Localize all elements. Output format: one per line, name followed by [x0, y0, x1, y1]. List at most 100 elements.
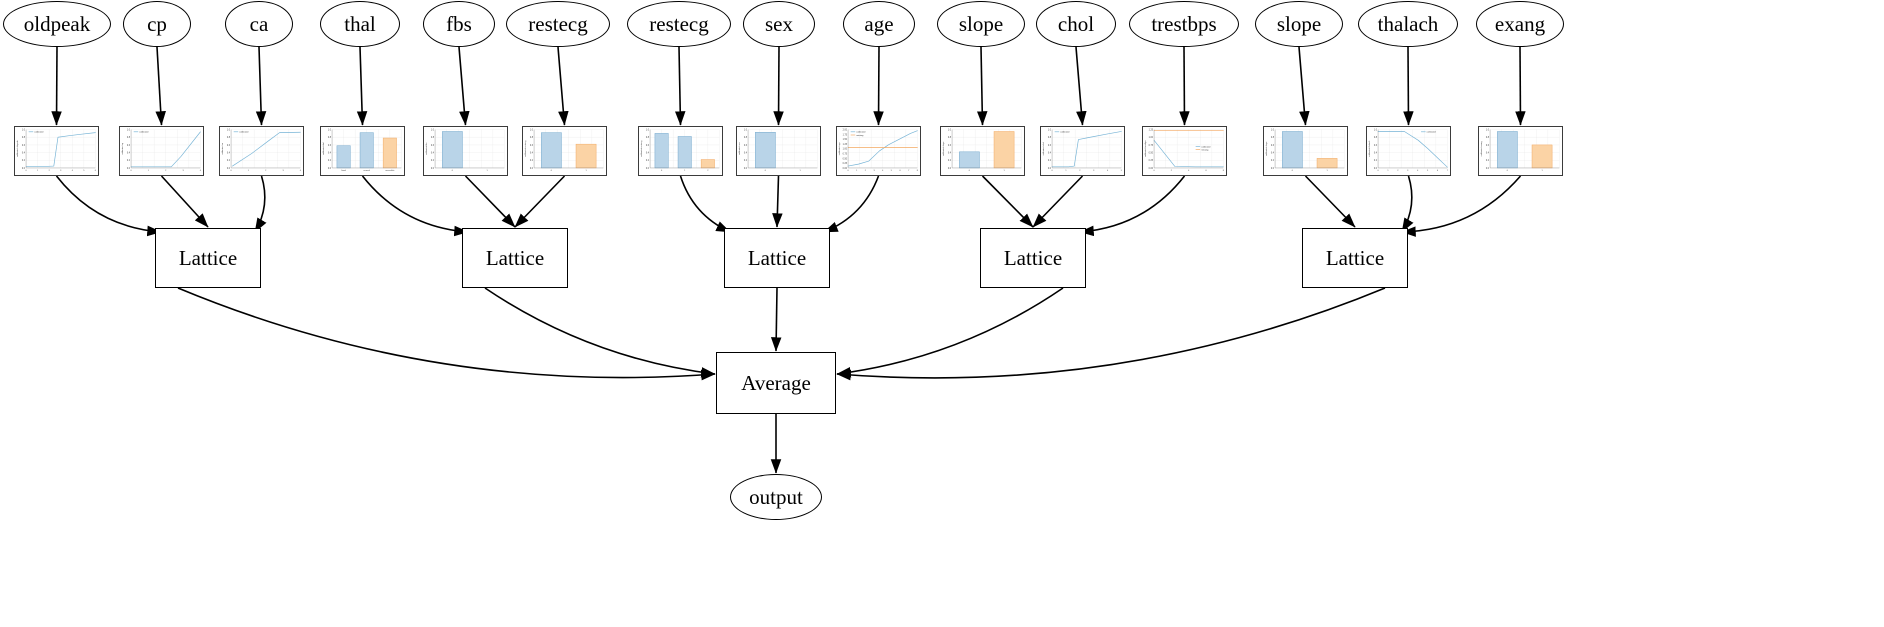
feature-node-slope_b[interactable]: slope: [1255, 1, 1343, 47]
svg-text:0.4: 0.4: [127, 153, 131, 155]
lattice-node-lattice3[interactable]: Lattice: [724, 228, 830, 288]
svg-text:0.6: 0.6: [431, 145, 435, 147]
svg-text:0.8: 0.8: [431, 137, 435, 139]
feature-node-fbs[interactable]: fbs: [423, 1, 495, 47]
feature-node-label: cp: [147, 11, 167, 36]
svg-text:calibrated thal: calibrated thal: [322, 142, 325, 155]
svg-text:1: 1: [585, 170, 587, 172]
svg-text:0.0: 0.0: [431, 168, 435, 170]
svg-text:0.8: 0.8: [1374, 137, 1378, 139]
svg-text:0.6: 0.6: [1271, 145, 1275, 147]
svg-text:0.6: 0.6: [530, 145, 534, 147]
feature-node-ca[interactable]: ca: [225, 1, 293, 47]
svg-text:1.50: 1.50: [843, 139, 848, 141]
edge-slope_b-to-lattice5: [1304, 175, 1356, 228]
feature-node-slope_a[interactable]: slope: [937, 1, 1025, 47]
edge-thal-to-plot: [356, 46, 368, 126]
svg-text:8: 8: [917, 170, 919, 172]
svg-text:0.0: 0.0: [1048, 168, 1052, 170]
feature-node-trestbps[interactable]: trestbps: [1129, 1, 1239, 47]
svg-text:3: 3: [282, 170, 284, 172]
svg-text:0.50: 0.50: [843, 158, 848, 160]
svg-text:0.00: 0.00: [843, 168, 848, 170]
svg-text:0.4: 0.4: [22, 153, 26, 155]
svg-text:0.2: 0.2: [328, 160, 332, 162]
feature-node-sex[interactable]: sex: [743, 1, 815, 47]
svg-text:0.8: 0.8: [1486, 137, 1490, 139]
feature-node-restecg_b[interactable]: restecg: [627, 1, 731, 47]
svg-text:1: 1: [856, 170, 858, 172]
svg-text:0.8: 0.8: [948, 137, 952, 139]
svg-text:0.4: 0.4: [227, 153, 231, 155]
svg-text:0: 0: [765, 170, 767, 172]
svg-text:0.4: 0.4: [948, 153, 952, 155]
output-node-label: output: [749, 484, 803, 509]
average-node[interactable]: Average: [716, 352, 836, 414]
lattice-node-lattice2[interactable]: Lattice: [462, 228, 568, 288]
lattice-node-lattice5[interactable]: Lattice: [1302, 228, 1408, 288]
svg-text:calibrated chol: calibrated chol: [1042, 142, 1045, 156]
svg-text:1.0: 1.0: [530, 130, 534, 132]
edge-exang-to-plot: [1515, 46, 1526, 126]
lattice-node-label: Lattice: [1325, 245, 1385, 270]
svg-text:1: 1: [148, 170, 150, 172]
feature-node-age[interactable]: age: [843, 1, 915, 47]
svg-text:0: 0: [1153, 170, 1155, 172]
svg-text:calibrated: calibrated: [1427, 131, 1437, 134]
feature-node-chol[interactable]: chol: [1036, 1, 1116, 47]
output-node[interactable]: output: [730, 474, 822, 520]
lattice-node-label: Lattice: [178, 245, 238, 270]
feature-node-thalach[interactable]: thalach: [1358, 1, 1458, 47]
feature-node-cp[interactable]: cp: [123, 1, 191, 47]
svg-text:0.0: 0.0: [1486, 168, 1490, 170]
edge-thalach-to-lattice5: [1401, 175, 1414, 233]
svg-text:calibrated cp: calibrated cp: [121, 142, 124, 155]
svg-text:5: 5: [1427, 170, 1429, 172]
feature-node-oldpeak[interactable]: oldpeak: [3, 1, 111, 47]
edge-cp-to-plot: [155, 46, 166, 126]
feature-node-restecg_a[interactable]: restecg: [506, 1, 610, 47]
edge-lattice3-to-average: [770, 287, 782, 352]
svg-text:0.0: 0.0: [22, 168, 26, 170]
svg-text:1: 1: [486, 170, 488, 172]
svg-text:4: 4: [1107, 170, 1109, 172]
svg-text:calibrated fbs: calibrated fbs: [425, 143, 428, 155]
svg-text:3: 3: [873, 170, 875, 172]
svg-text:0.4: 0.4: [1048, 153, 1052, 155]
svg-text:reversible: reversible: [385, 169, 395, 172]
svg-text:missing: missing: [1201, 149, 1209, 151]
svg-text:1: 1: [799, 170, 801, 172]
edge-exang-to-lattice5: [1401, 175, 1522, 237]
edge-slope_a-to-plot: [976, 46, 988, 126]
edge-lattice1-to-average: [177, 287, 716, 381]
feature-node-label: slope: [958, 11, 1004, 36]
svg-text:1.0: 1.0: [948, 130, 952, 132]
lattice-node-lattice1[interactable]: Lattice: [155, 228, 261, 288]
svg-text:0.6: 0.6: [127, 145, 131, 147]
feature-node-exang[interactable]: exang: [1476, 1, 1564, 47]
lattice-node-label: Lattice: [485, 245, 545, 270]
average-node-label: Average: [741, 370, 811, 395]
edge-age-to-lattice3: [823, 175, 880, 233]
lattice-node-lattice4[interactable]: Lattice: [980, 228, 1086, 288]
lattice-node-label: Lattice: [747, 245, 807, 270]
edge-restecg_a-to-lattice2: [514, 175, 566, 228]
svg-text:0.8: 0.8: [646, 137, 650, 139]
svg-text:3: 3: [60, 170, 62, 172]
feature-node-thal[interactable]: thal: [320, 1, 400, 47]
